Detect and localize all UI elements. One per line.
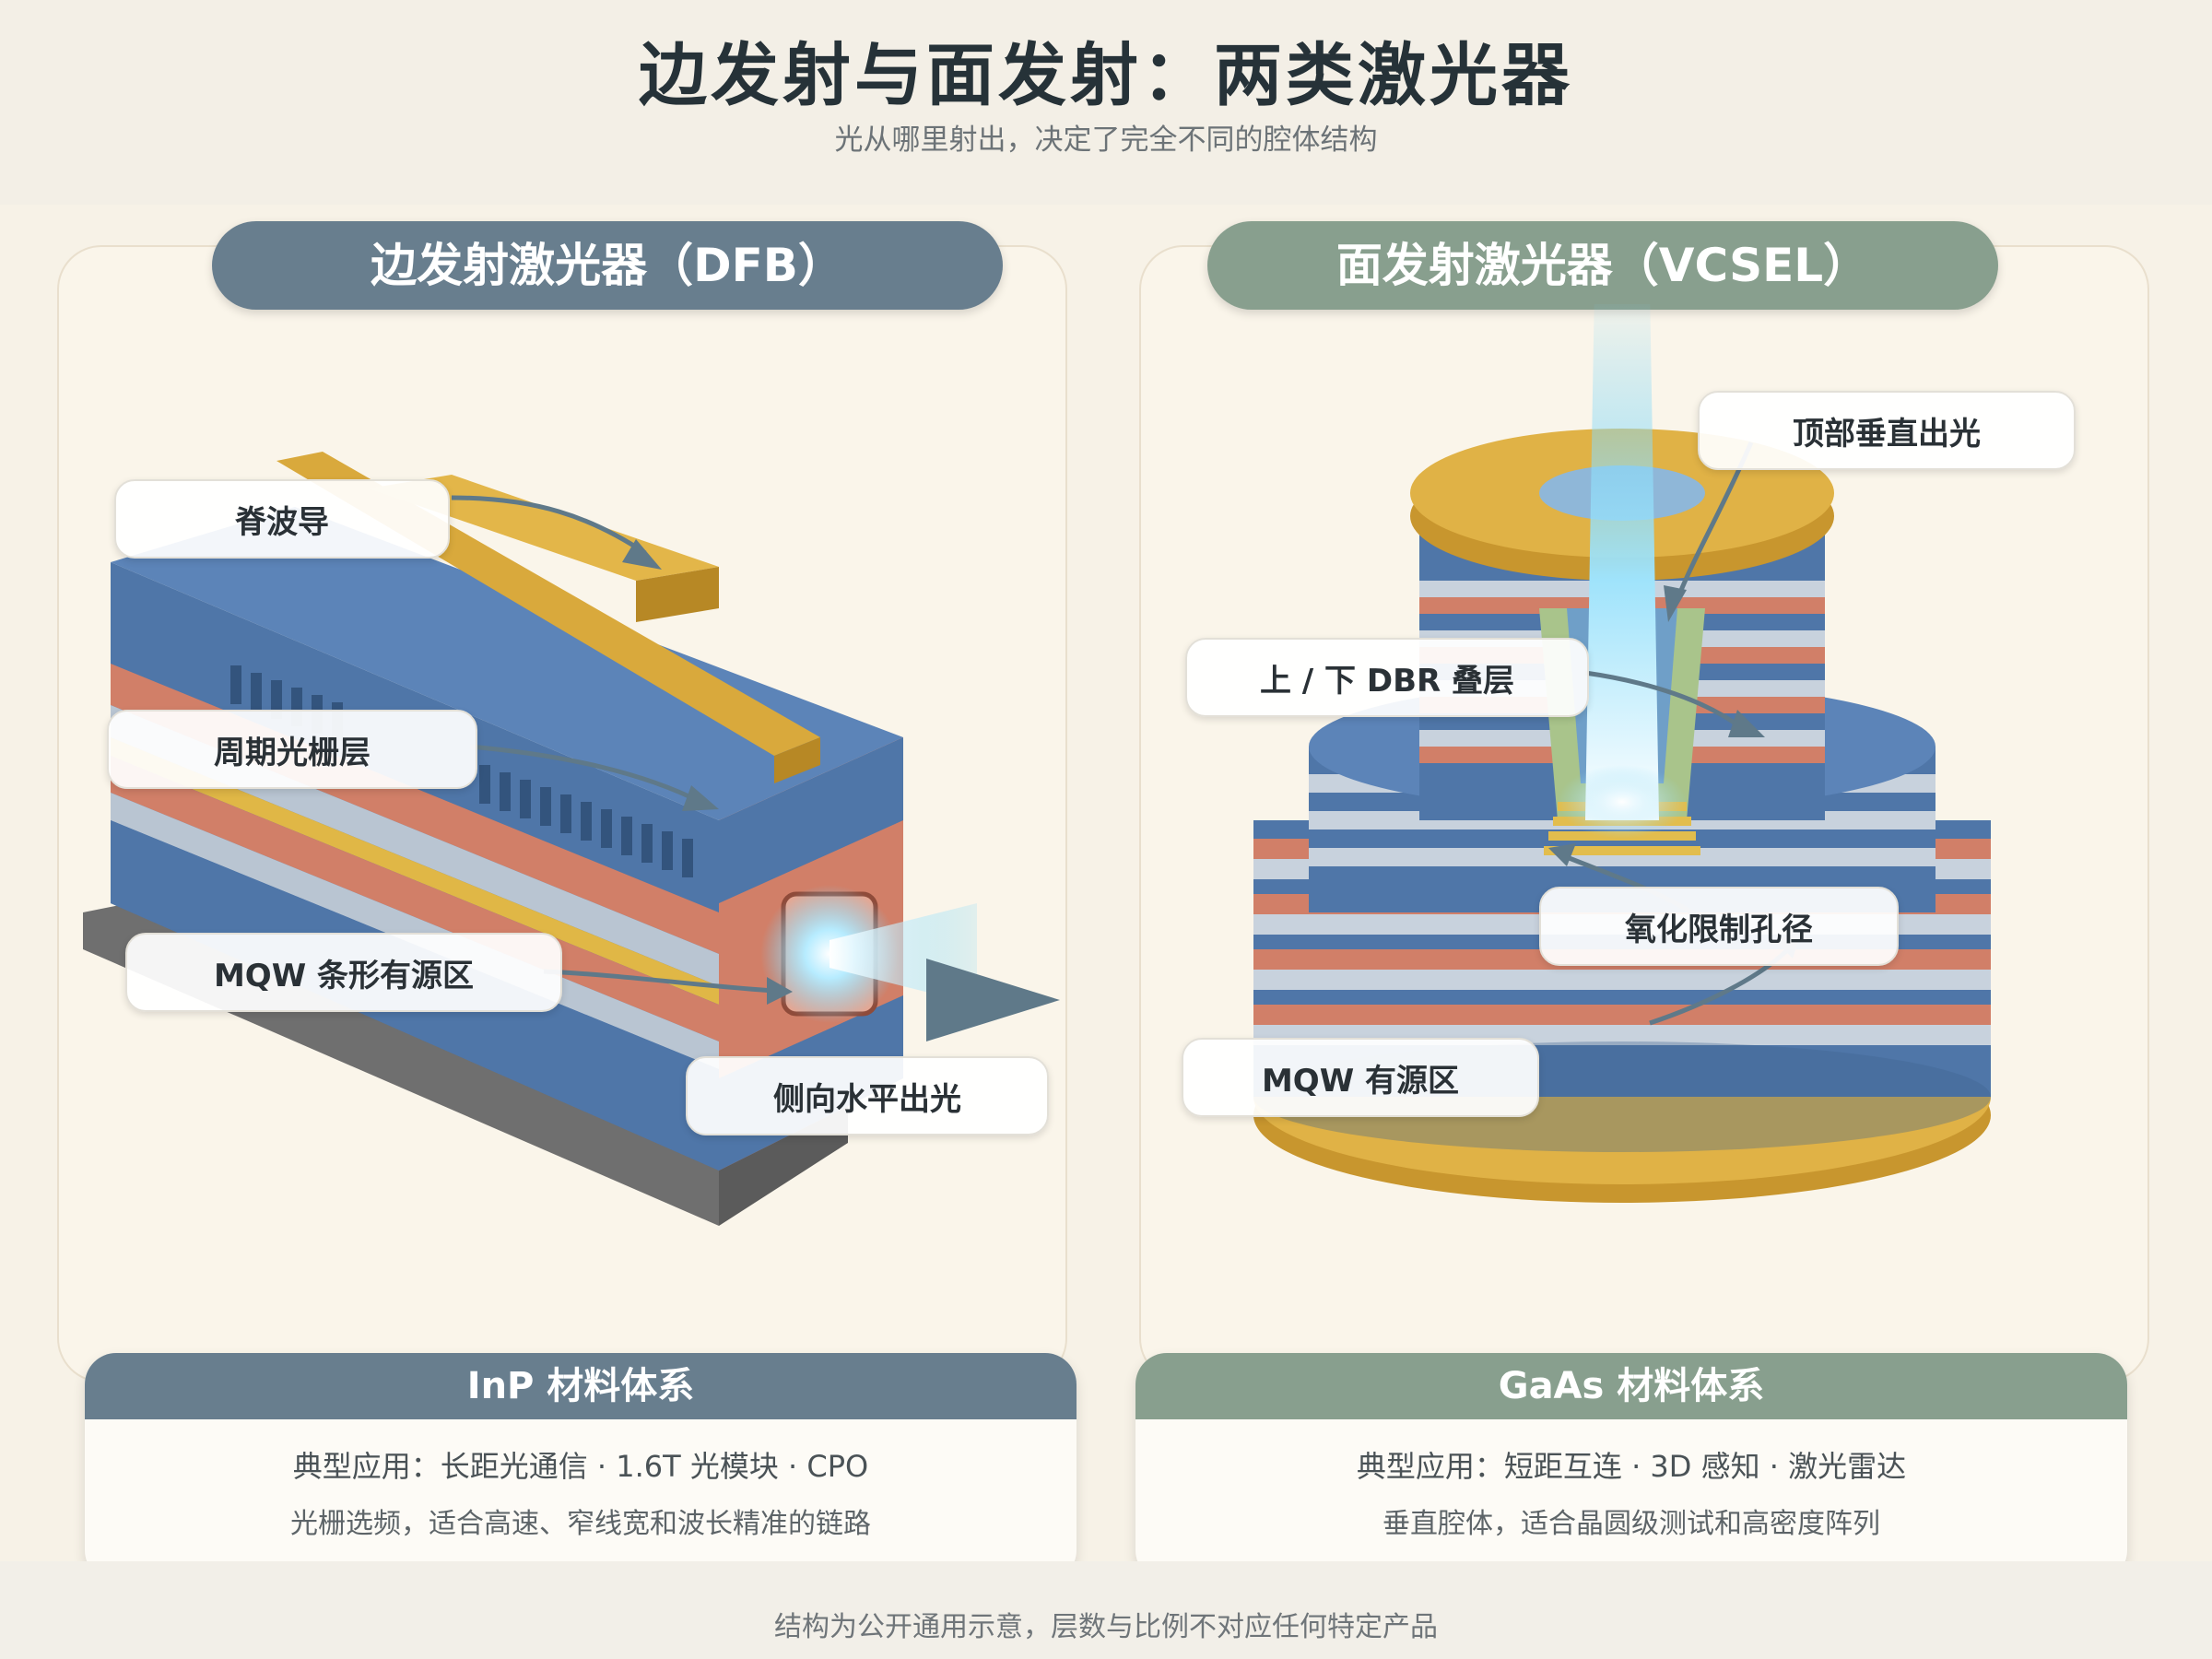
dfb-buffer-layer — [111, 793, 719, 1069]
dfb-contact-pad-front — [636, 567, 719, 622]
callout-ridge-waveguide: 脊波导 — [114, 479, 450, 559]
vcsel-illustration — [1253, 304, 1991, 1203]
inp-info-card: InP 材料体系 典型应用：长距光通信 · 1.6T 光模块 · CPO 光栅选… — [85, 1353, 1077, 1582]
page-subtitle: 光从哪里射出，决定了完全不同的腔体结构 — [834, 124, 1378, 157]
gaas-info-card: GaAs 材料体系 典型应用：短距互连 · 3D 感知 · 激光雷达 垂直腔体，… — [1135, 1353, 2127, 1582]
callout-oxide-aperture: 氧化限制孔径 — [1539, 887, 1899, 966]
dfb-grating-teeth — [230, 665, 693, 877]
gaas-card-applications: 典型应用：短距互连 · 3D 感知 · 激光雷达 — [1356, 1449, 1907, 1484]
dfb-ridge-front — [774, 737, 820, 783]
footer-note: 结构为公开通用示意，层数与比例不对应任何特定产品 — [774, 1611, 1438, 1643]
callout-mqw-active: MQW 有源区 — [1182, 1038, 1539, 1117]
page-title: 边发射与面发射：两类激光器 — [639, 36, 1573, 115]
vcsel-output-beam — [1585, 304, 1659, 820]
dfb-output-arrow — [926, 959, 1060, 1041]
vcsel-title-pill: 面发射激光器（VCSEL） — [1207, 221, 1998, 310]
dfb-front-top-layer — [719, 737, 903, 903]
dfb-mqw-layer — [111, 737, 719, 1005]
dfb-lower-cladding — [111, 756, 719, 1041]
vcsel-active-glow — [1558, 765, 1687, 839]
callout-mqw-stripe: MQW 条形有源区 — [125, 933, 562, 1012]
callout-grating-layer: 周期光栅层 — [107, 710, 477, 789]
dfb-top-surface — [111, 507, 903, 820]
inp-card-applications: 典型应用：长距光通信 · 1.6T 光模块 · CPO — [292, 1449, 869, 1484]
header-band — [0, 0, 2212, 205]
dfb-title-pill: 边发射激光器（DFB） — [212, 221, 1003, 310]
footer-band — [0, 1561, 2212, 1659]
gaas-card-title: GaAs 材料体系 — [1135, 1353, 2127, 1419]
dfb-arrow-heads — [622, 539, 793, 1005]
gaas-card-description: 垂直腔体，适合晶圆级测试和高密度阵列 — [1382, 1508, 1880, 1540]
inp-card-title: InP 材料体系 — [85, 1353, 1077, 1419]
dfb-callout-arrows — [451, 495, 775, 994]
callout-top-output: 顶部垂直出光 — [1698, 391, 2076, 470]
inp-card-description: 光栅选频，适合高速、窄线宽和波长精准的链路 — [290, 1508, 871, 1540]
callout-edge-output: 侧向水平出光 — [686, 1056, 1049, 1135]
dfb-illustration — [83, 452, 1060, 1226]
callout-dbr-stack: 上 / 下 DBR 叠层 — [1185, 638, 1589, 717]
